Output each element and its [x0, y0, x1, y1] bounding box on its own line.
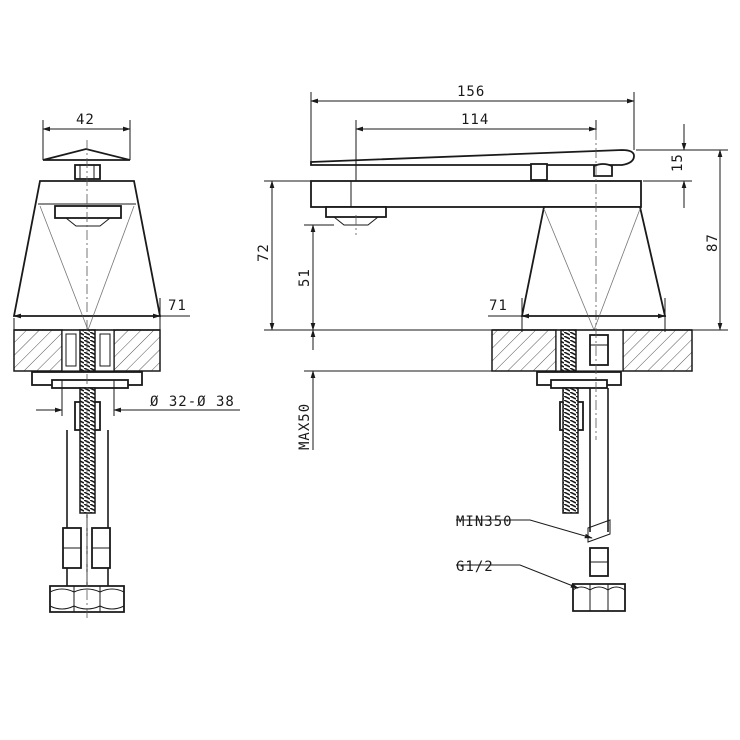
front-view [12, 140, 162, 620]
side-counter [491, 329, 693, 372]
side-body [520, 206, 667, 331]
dimension-lines [13, 92, 728, 589]
label-thread-size: G1/2 [456, 559, 494, 575]
dimension-labels: 42 156 114 15 87 72 51 71 71 Ø 32-Ø 38 M… [76, 84, 721, 575]
side-hex-nut [572, 583, 626, 612]
dim-spout-reach: 114 [461, 112, 489, 128]
dim-handle-width: 42 [76, 112, 95, 128]
dim-max-counter-thickness: MAX50 [297, 403, 313, 450]
side-handle [310, 149, 635, 181]
dim-base-width-side: 71 [489, 298, 508, 314]
dim-base-width-front: 71 [168, 298, 187, 314]
front-counter [13, 329, 161, 372]
dim-outlet-height: 51 [297, 268, 313, 287]
dim-overall-height: 87 [705, 233, 721, 252]
front-hoses [62, 387, 111, 588]
dim-overall-length: 156 [457, 84, 485, 100]
side-hoses [562, 387, 611, 577]
dim-spout-height: 72 [256, 243, 272, 262]
dim-hole-diameter: Ø 32-Ø 38 [150, 394, 235, 410]
label-min-hose-length: MIN350 [456, 514, 513, 530]
dim-handle-thickness: 15 [670, 153, 686, 172]
side-view [310, 130, 693, 612]
front-handle [42, 148, 131, 180]
side-spout [310, 180, 642, 226]
